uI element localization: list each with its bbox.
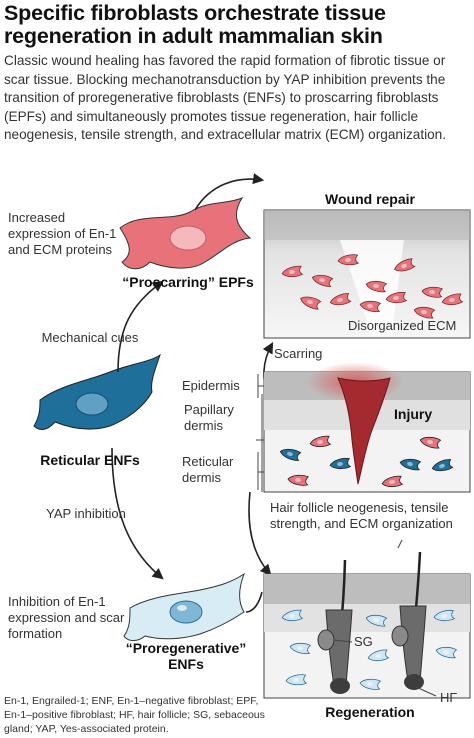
enf-cell-small — [367, 649, 390, 662]
injury-wound — [337, 377, 391, 485]
epf-cell-small — [394, 258, 416, 272]
reticular-enf-cell — [33, 353, 161, 430]
sg-label: SG — [354, 634, 373, 649]
wound-repair-title: Wound repair — [325, 191, 415, 207]
enf-cell-small — [365, 614, 388, 627]
fibroblast-cell-small — [431, 459, 454, 472]
arrow-to-enf — [111, 447, 164, 580]
injury-label: Injury — [394, 406, 433, 422]
fibroblast-cell-small — [419, 436, 442, 449]
fibroblast-cell-small — [399, 458, 422, 471]
injury-fibroblast-cells — [279, 435, 454, 488]
enf-cell-small — [281, 609, 304, 622]
fibroblast-cell-small — [309, 435, 332, 448]
epf-cell-small — [365, 280, 388, 293]
epf-cell-small — [359, 300, 382, 313]
fibroblast-cell-small — [329, 457, 352, 470]
epf-cell-small — [413, 306, 436, 319]
hf-label: HF — [440, 690, 458, 705]
hf-pointer — [413, 685, 437, 697]
hair-follicle-label: Hair follicle neogenesis, tensile streng… — [270, 500, 453, 531]
arrow-enf-to-regen — [245, 591, 263, 613]
fibroblast-cell-small — [381, 475, 404, 488]
disorganized-ecm-label: Disorganized ECM — [348, 318, 457, 333]
abbreviations-footer: En-1, Engrailed-1; ENF, En-1–negative fi… — [4, 695, 265, 735]
intro-paragraph: Classic wound healing has favored the ra… — [4, 53, 447, 143]
reticular-dermis-label: Reticular dermis — [182, 454, 234, 485]
mechanical-cues-label: Mechanical cues — [41, 330, 139, 345]
regeneration-enf-cells — [281, 609, 458, 690]
sg-pointer — [333, 639, 353, 643]
proregenerative-enf-cell — [123, 572, 246, 641]
epf-cell-small — [329, 293, 352, 306]
injury-label-brackets — [256, 374, 264, 492]
scarring-label: Scarring — [274, 346, 323, 361]
epf-cell-small — [300, 296, 322, 310]
wound-repair-epf-cells — [281, 254, 464, 319]
epf-cell-small — [421, 286, 444, 298]
epf-cell-small — [385, 291, 408, 304]
epf-cell-small — [337, 254, 360, 266]
epf-label: “Proscarring” EPFs — [122, 274, 254, 290]
epf-cell-small — [281, 265, 304, 278]
enf-cell-small — [285, 674, 308, 686]
increased-expression-label: Increased expression of En-1 and ECM pro… — [8, 210, 117, 257]
arrow-epf-to-wound — [194, 173, 265, 211]
epidermis-label: Epidermis — [182, 378, 240, 393]
epf-cell — [119, 196, 252, 270]
injury-block — [263, 362, 471, 493]
enf-cell-small — [359, 678, 382, 690]
arrow-to-epf — [117, 280, 164, 373]
yap-inhibition-label: YAP inhibition — [46, 506, 126, 521]
epf-cell-small — [441, 293, 464, 306]
proregenerative-label: “Proregenerative” ENFs — [125, 640, 247, 672]
enf-cell-small — [435, 646, 458, 659]
page-title: Specific fibroblasts orchestrate tissue … — [4, 1, 386, 48]
epf-cell-small — [311, 274, 334, 287]
enf-cell-small — [433, 609, 456, 622]
enf-cell-small — [289, 642, 312, 655]
fibroblast-cell-small — [279, 448, 302, 461]
fibroblast-cell-small — [287, 474, 310, 486]
papillary-dermis-label: Papillary dermis — [184, 402, 234, 433]
regeneration-title: Regeneration — [325, 704, 415, 720]
reticular-enfs-label: Reticular ENFs — [40, 452, 140, 468]
inhibition-label: Inhibition of En-1 expression and scar f… — [8, 594, 125, 641]
hair-arrow — [248, 491, 272, 576]
